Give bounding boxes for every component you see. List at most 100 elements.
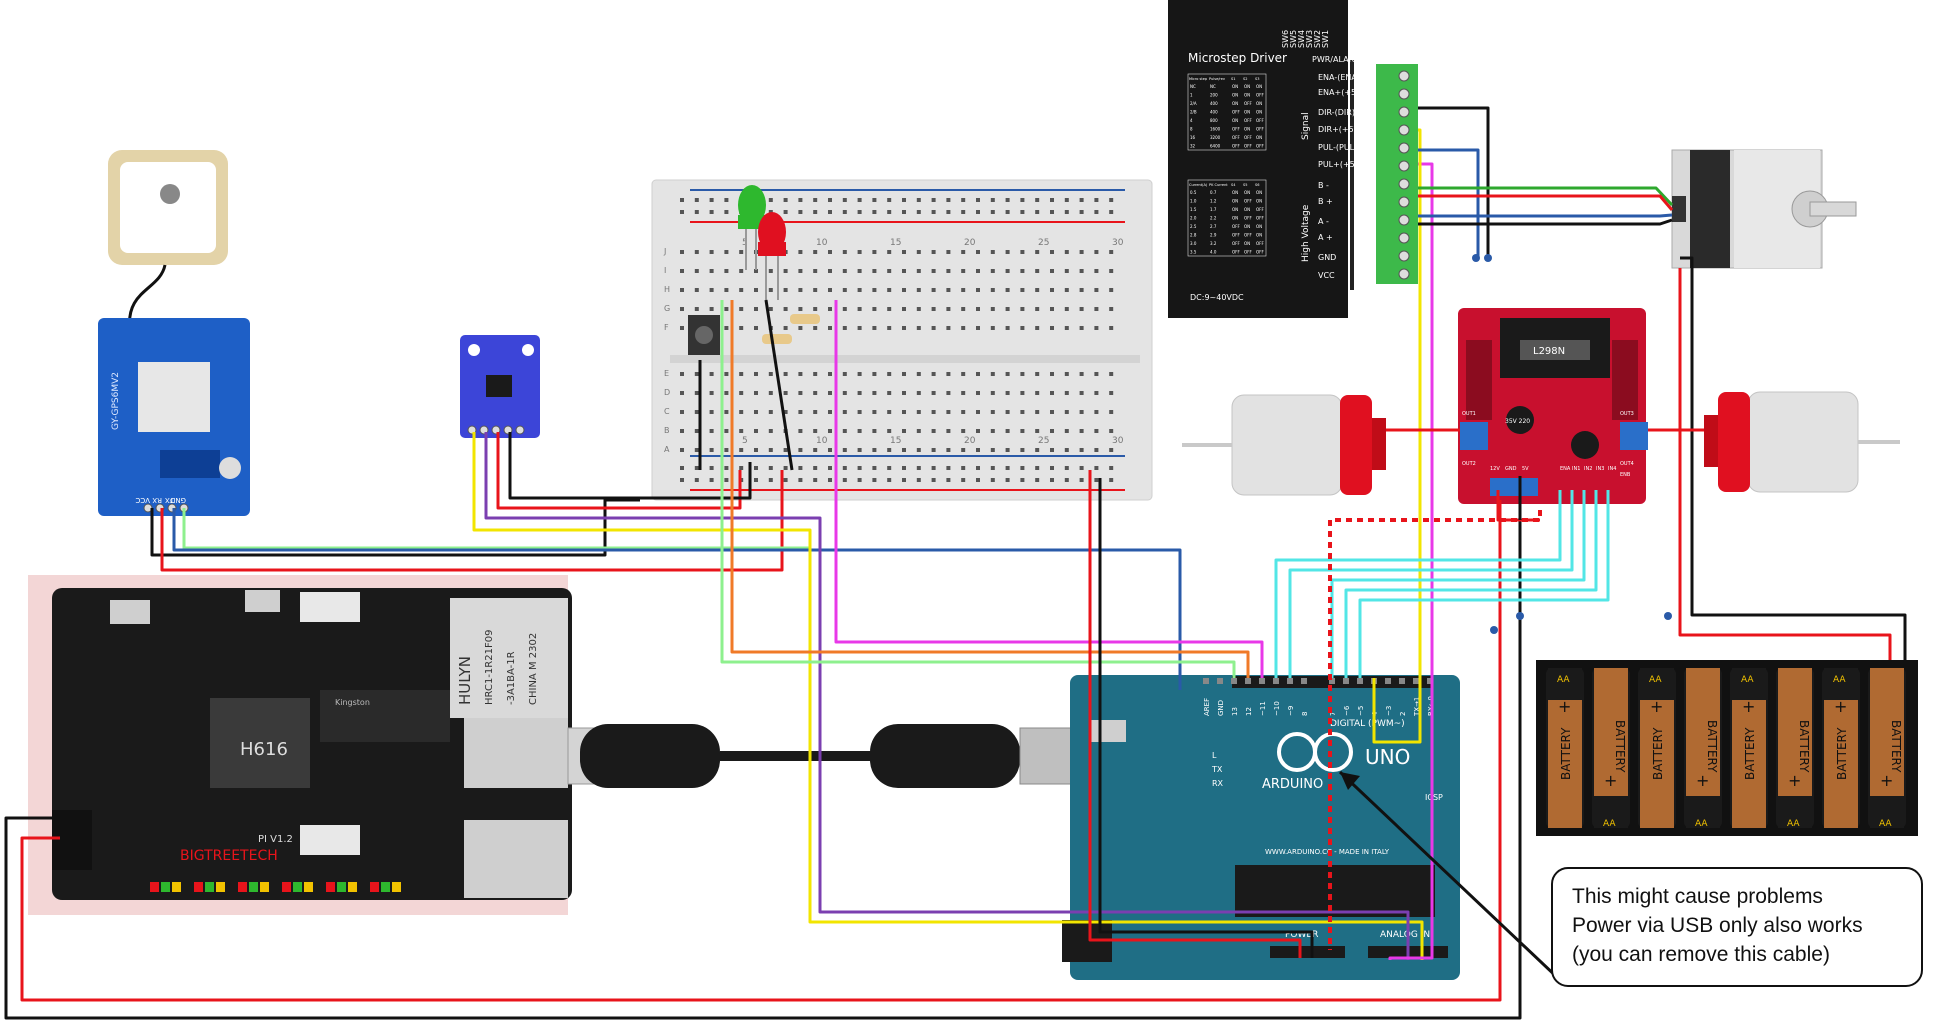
arduino-pin-label: 13	[1231, 707, 1239, 716]
breadboard-hole	[1020, 198, 1025, 202]
breadboard-hole	[1064, 448, 1069, 452]
wire	[834, 300, 1264, 678]
breadboard-hole	[1005, 250, 1010, 254]
terminal-screw	[1398, 232, 1410, 244]
table-cell: 3.0	[1190, 241, 1197, 246]
breadboard-hole	[1064, 288, 1069, 292]
dotted-power-wire	[1328, 510, 1542, 950]
breadboard-hole	[961, 307, 966, 311]
breadboard-hole	[1050, 410, 1054, 414]
breadboard-hole	[1079, 391, 1084, 395]
switch-label: SW2	[1313, 30, 1322, 48]
sbc-header-pin	[183, 882, 192, 892]
breadboard-hole	[1050, 326, 1054, 330]
breadboard-hole	[857, 250, 862, 254]
breadboard-hole	[946, 448, 951, 452]
breadboard-hole	[828, 198, 832, 202]
battery-body	[1778, 668, 1812, 796]
table-cell: OFF	[1244, 101, 1252, 106]
driver-terminal-label: VCC	[1318, 271, 1335, 280]
breadboard-hole	[902, 269, 906, 273]
breadboard-hole	[724, 269, 729, 273]
driver-terminal-label: ENA-(ENA)	[1318, 73, 1360, 82]
breadboard-hole	[1079, 210, 1084, 214]
breadboard-hole	[694, 198, 699, 202]
breadboard-hole	[961, 269, 966, 273]
breadboard-hole	[1064, 429, 1069, 433]
table-cell: 400	[1210, 110, 1218, 115]
breadboard-hole	[857, 326, 862, 330]
breadboard-hole	[857, 210, 862, 214]
arduino-analog-label: ANALOG IN	[1380, 930, 1430, 940]
breadboard-hole	[1050, 269, 1054, 273]
breadboard-hole	[709, 210, 714, 214]
l298n-label: IN3	[1596, 466, 1604, 472]
breadboard-hole	[976, 198, 980, 202]
breadboard-hole	[783, 269, 788, 273]
breadboard-hole	[887, 326, 892, 330]
battery-plus: +	[1834, 697, 1847, 716]
table-cell: ON	[1232, 101, 1238, 106]
breadboard-hole	[1064, 410, 1069, 414]
table-cell: 0.7	[1210, 190, 1217, 195]
table-cell: 2.8	[1190, 233, 1197, 238]
breadboard-hole	[872, 250, 877, 254]
table-header: S5	[1243, 183, 1247, 187]
table-header: Micro step	[1189, 77, 1208, 81]
breadboard-hole	[1005, 410, 1010, 414]
table-cell: 16	[1190, 135, 1196, 140]
wire	[1418, 186, 1674, 207]
breadboard-hole	[961, 391, 966, 395]
breadboard-col-label: 15	[890, 238, 901, 248]
driver-terminal-label: PUL-(PUL)	[1318, 143, 1357, 152]
arduino-pin	[1273, 678, 1279, 684]
breadboard-hole	[739, 410, 744, 414]
hv-label: High Voltage	[1301, 204, 1311, 262]
arduino-pin-label: TX→1	[1413, 697, 1421, 717]
breadboard-hole	[887, 429, 892, 433]
breadboard-hole	[1109, 269, 1114, 273]
arduino-tx: TX	[1211, 765, 1223, 774]
breadboard-hole	[768, 269, 773, 273]
battery-size: AA	[1603, 819, 1616, 829]
breadboard-hole	[916, 478, 921, 482]
breadboard-hole	[768, 198, 773, 202]
arduino-pin-label: GND	[1217, 700, 1225, 716]
breadboard-hole	[1109, 210, 1114, 214]
sbc-header-pin	[260, 882, 269, 892]
motor-icon	[1704, 391, 1900, 493]
breadboard-hole	[990, 372, 995, 376]
battery-cap	[1686, 796, 1720, 828]
breadboard-hole	[872, 410, 877, 414]
breadboard-hole	[857, 429, 862, 433]
table-cell: OFF	[1256, 216, 1264, 221]
breadboard-hole	[709, 448, 714, 452]
wire	[484, 432, 1410, 960]
table-cell: 3200	[1210, 135, 1221, 140]
breadboard-hole	[694, 391, 699, 395]
sbc-header-pin	[370, 882, 379, 892]
table-cell: OFF	[1244, 216, 1252, 221]
switch-label: SW3	[1305, 30, 1314, 48]
table-cell: 1600	[1210, 127, 1221, 132]
breadboard-hole	[916, 410, 921, 414]
breadboard-hole	[931, 429, 936, 433]
breadboard-hole	[887, 250, 892, 254]
battery-size: AA	[1833, 675, 1846, 685]
arduino-pin	[1357, 678, 1363, 684]
breadboard-hole	[872, 478, 877, 482]
breadboard-hole	[857, 391, 862, 395]
sbc-board-version: PI V1.2	[258, 834, 293, 845]
table-cell: 1.2	[1210, 199, 1217, 204]
wire	[1418, 218, 1673, 226]
breadboard-hole	[828, 288, 832, 292]
breadboard-hole	[694, 448, 699, 452]
table-cell: 400	[1210, 101, 1218, 106]
table-cell: 4.0	[1210, 250, 1217, 255]
breadboard-hole	[1035, 250, 1040, 254]
table-cell: OFF	[1232, 241, 1240, 246]
breadboard-hole	[739, 307, 744, 311]
breadboard-hole	[887, 391, 892, 395]
breadboard-hole	[694, 269, 699, 273]
